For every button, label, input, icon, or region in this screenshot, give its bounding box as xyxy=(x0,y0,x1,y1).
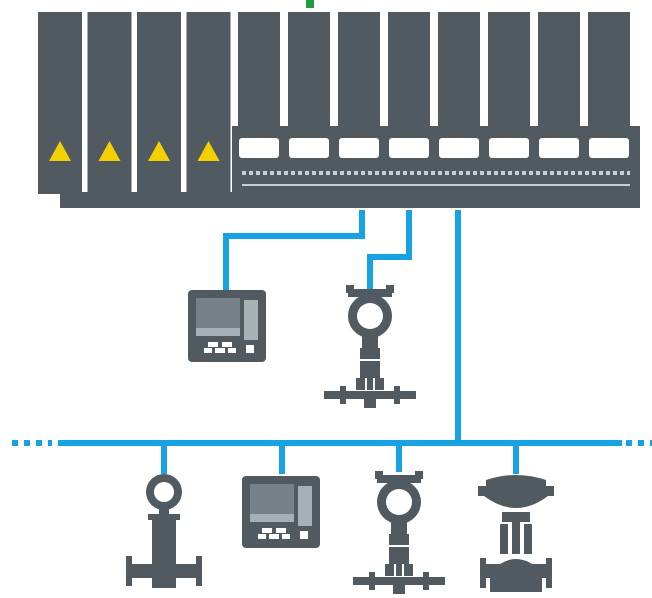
control-valve-icon xyxy=(478,475,554,592)
display-unit-icon xyxy=(188,290,266,362)
module-slot xyxy=(439,138,479,158)
flowmeter-icon xyxy=(126,474,202,588)
module-slot xyxy=(589,138,629,158)
warning-triangle-icon xyxy=(148,141,170,161)
module-status-slots xyxy=(239,138,629,158)
io-module xyxy=(388,12,430,126)
warning-triangle-icon xyxy=(49,141,71,161)
warning-module xyxy=(186,12,231,194)
warning-triangle-icon xyxy=(98,141,121,161)
display-unit-icon xyxy=(242,476,320,548)
io-module xyxy=(338,12,380,126)
warning-module xyxy=(38,12,82,194)
module-slot xyxy=(339,138,379,158)
io-module xyxy=(288,12,330,126)
module-slot xyxy=(289,138,329,158)
io-module xyxy=(488,12,530,126)
status-indicator xyxy=(306,0,314,8)
io-module xyxy=(438,12,480,126)
module-slot xyxy=(239,138,279,158)
module-slot xyxy=(489,138,529,158)
transmitter-icon xyxy=(323,284,417,409)
io-module xyxy=(588,12,630,126)
controller-rack xyxy=(38,12,640,208)
cable-transmitter xyxy=(367,210,412,290)
module-slot xyxy=(539,138,579,158)
transmitter-icon xyxy=(352,470,446,595)
warning-module xyxy=(87,12,132,194)
warning-module xyxy=(137,12,181,194)
warning-icon-group xyxy=(49,141,220,161)
cable-display-unit xyxy=(223,210,365,292)
io-module-group xyxy=(38,12,630,194)
io-module xyxy=(238,12,280,126)
module-slot xyxy=(389,138,429,158)
io-module xyxy=(538,12,580,126)
field-bus xyxy=(12,440,652,474)
warning-triangle-icon xyxy=(197,141,220,161)
upper-cabling xyxy=(223,210,461,443)
